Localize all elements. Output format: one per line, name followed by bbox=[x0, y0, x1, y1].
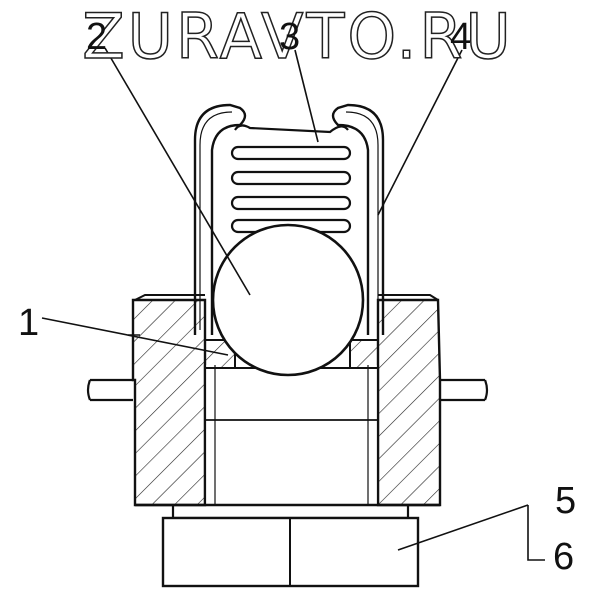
inner-bore bbox=[135, 365, 440, 507]
housing-left-wall bbox=[128, 294, 207, 507]
callout-5: 5 bbox=[555, 480, 577, 522]
callout-4: 4 bbox=[450, 16, 472, 58]
leader-lines bbox=[41, 47, 545, 561]
valve-ball bbox=[211, 223, 365, 377]
housing-right-wall bbox=[376, 294, 442, 507]
left-pipe-stub bbox=[86, 378, 133, 402]
callout-6: 6 bbox=[553, 536, 575, 578]
spring bbox=[230, 124, 352, 234]
callout-2: 2 bbox=[86, 16, 108, 58]
callout-1: 1 bbox=[18, 302, 40, 344]
spring-cage bbox=[193, 103, 385, 335]
right-pipe-stub bbox=[440, 378, 489, 402]
site-watermark: ZURAVTO.RU bbox=[81, 0, 514, 73]
callout-3: 3 bbox=[279, 16, 301, 58]
fitting-nut bbox=[161, 505, 420, 588]
